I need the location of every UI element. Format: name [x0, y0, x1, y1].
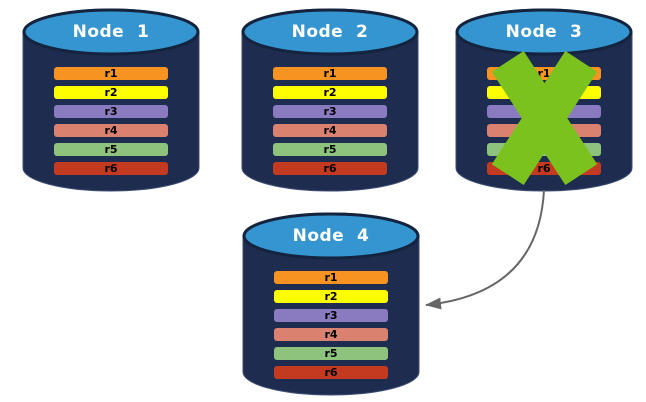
record-label: r5: [324, 347, 338, 360]
record-bar-r2: r2: [54, 86, 168, 99]
record-label: r6: [323, 162, 337, 175]
record-label: r1: [537, 67, 551, 80]
node-title: Node 2: [291, 22, 369, 42]
node-title: Node 4: [292, 226, 370, 246]
record-label: r3: [323, 105, 337, 118]
record-bar-r6: r6: [273, 162, 387, 175]
record-label: r4: [104, 124, 118, 137]
record-bar-r5: r5: [273, 143, 387, 156]
record-bar-r3: r3: [54, 105, 168, 118]
record-bar-r6: r6: [274, 366, 388, 379]
record-label: r6: [324, 366, 338, 379]
node-2: Node 2 r1 r2 r3 r4 r5 r6: [240, 8, 420, 192]
record-bar-r6: r6: [54, 162, 168, 175]
record-label: r2: [323, 86, 337, 99]
record-bar-r2: r2: [273, 86, 387, 99]
record-label: r3: [104, 105, 118, 118]
record-bar-r5: r5: [274, 347, 388, 360]
record-label: r1: [104, 67, 118, 80]
record-label: r6: [537, 162, 551, 175]
record-list: r1 r2 r3 r4 r5 r6: [274, 271, 388, 379]
record-bar-r4: r4: [273, 124, 387, 137]
record-bar-r4: r4: [54, 124, 168, 137]
record-label: r1: [323, 67, 337, 80]
record-bar-r2: r2: [274, 290, 388, 303]
record-list: r1 r2 r3 r4 r5 r6: [273, 67, 387, 175]
record-bar-r1: r1: [274, 271, 388, 284]
node-title: Node 1: [72, 22, 150, 42]
record-bar-r1: r1: [54, 67, 168, 80]
record-bar-r3: r3: [274, 309, 388, 322]
node-title: Node 3: [505, 22, 583, 42]
record-label: r5: [323, 143, 337, 156]
record-label: r2: [104, 86, 118, 99]
record-label: r4: [324, 328, 338, 341]
record-label: r1: [324, 271, 338, 284]
record-label: r6: [104, 162, 118, 175]
record-label: r5: [104, 143, 118, 156]
failure-cross-icon: [491, 51, 598, 185]
record-label: r2: [324, 290, 338, 303]
record-bar-r1: r1: [273, 67, 387, 80]
record-bar-r5: r5: [54, 143, 168, 156]
record-label: r4: [323, 124, 337, 137]
node-1: Node 1 r1 r2 r3 r4 r5 r6: [21, 8, 201, 192]
record-bar-r3: r3: [273, 105, 387, 118]
record-list: r1 r2 r3 r4 r5 r6: [54, 67, 168, 175]
node-4: Node 4 r1 r2 r3 r4 r5 r6: [241, 212, 421, 396]
node-3: Node 3 r1 r2 r3 r4 r5 r6: [454, 8, 634, 192]
record-label: r3: [324, 309, 338, 322]
record-bar-r4: r4: [274, 328, 388, 341]
